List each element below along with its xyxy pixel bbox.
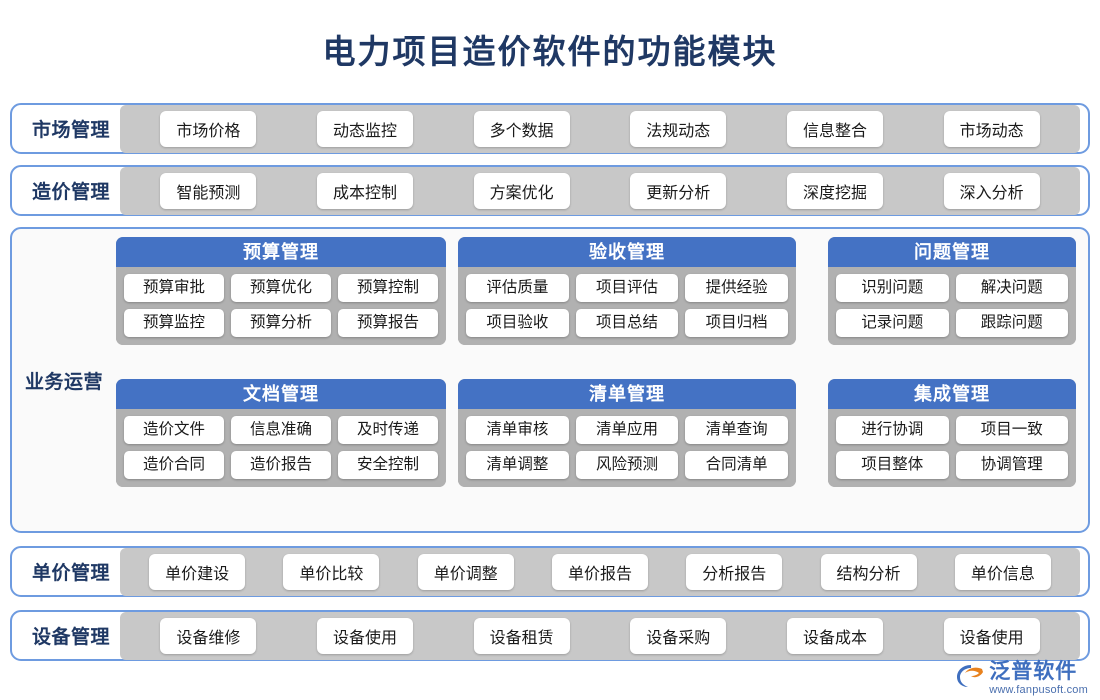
card-cell[interactable]: 造价合同 xyxy=(124,451,224,479)
logo-brand-text: 泛普软件 xyxy=(989,659,1078,683)
pill-item[interactable]: 设备采购 xyxy=(630,617,727,654)
band-strip-cost: 智能预测 成本控制 方案优化 更新分析 深度挖掘 深入分析 xyxy=(120,166,1080,215)
card-title: 预算管理 xyxy=(116,237,446,267)
band-strip-unit-price: 单价建设 单价比较 单价调整 单价报告 分析报告 结构分析 单价信息 xyxy=(120,547,1080,596)
card-title: 清单管理 xyxy=(458,379,796,409)
card-cell[interactable]: 提供经验 xyxy=(685,274,788,302)
card-problem-management: 问题管理 识别问题 解决问题 记录问题 跟踪问题 xyxy=(828,237,1076,345)
card-cell[interactable]: 项目整体 xyxy=(836,451,949,479)
card-cell[interactable]: 记录问题 xyxy=(836,309,949,337)
card-body: 评估质量 项目评估 提供经验 项目验收 项目总结 项目归档 xyxy=(458,267,796,345)
card-cell[interactable]: 清单查询 xyxy=(685,416,788,444)
card-list-management: 清单管理 清单审核 清单应用 清单查询 清单调整 风险预测 合同清单 xyxy=(458,379,796,487)
card-cell[interactable]: 项目归档 xyxy=(685,309,788,337)
card-cell[interactable]: 识别问题 xyxy=(836,274,949,302)
card-cell[interactable]: 协调管理 xyxy=(955,451,1068,479)
card-cell[interactable]: 预算分析 xyxy=(231,309,331,337)
card-title: 文档管理 xyxy=(116,379,446,409)
card-title: 集成管理 xyxy=(828,379,1076,409)
pill-item[interactable]: 设备使用 xyxy=(316,617,413,654)
band-cost-management: 造价管理 智能预测 成本控制 方案优化 更新分析 深度挖掘 深入分析 xyxy=(10,165,1090,216)
band-unit-price-management: 单价管理 单价建设 单价比较 单价调整 单价报告 分析报告 结构分析 单价信息 xyxy=(10,546,1090,597)
card-cell[interactable]: 预算优化 xyxy=(231,274,331,302)
card-body: 清单审核 清单应用 清单查询 清单调整 风险预测 合同清单 xyxy=(458,409,796,487)
band-market-management: 市场管理 市场价格 动态监控 多个数据 法规动态 信息整合 市场动态 xyxy=(10,103,1090,154)
card-integration-management: 集成管理 进行协调 项目一致 项目整体 协调管理 xyxy=(828,379,1076,487)
card-cell[interactable]: 清单审核 xyxy=(466,416,569,444)
card-title: 问题管理 xyxy=(828,237,1076,267)
card-body: 造价文件 信息准确 及时传递 造价合同 造价报告 安全控制 xyxy=(116,409,446,487)
band-label-equipment: 设备管理 xyxy=(31,627,110,648)
card-cell[interactable]: 进行协调 xyxy=(836,416,949,444)
pill-item[interactable]: 动态监控 xyxy=(316,110,413,147)
page-title: 电力项目造价软件的功能模块 xyxy=(322,33,778,70)
cards-area: 预算管理 预算审批 预算优化 预算控制 预算监控 预算分析 预算报告 验收管理 … xyxy=(116,229,1088,531)
card-cell[interactable]: 评估质量 xyxy=(466,274,569,302)
pill-item[interactable]: 设备租赁 xyxy=(473,617,570,654)
section-label-business-operations: 业务运营 xyxy=(24,371,103,393)
pill-item[interactable]: 设备使用 xyxy=(943,617,1040,654)
pill-item[interactable]: 单价调整 xyxy=(417,553,514,590)
card-cell[interactable]: 预算报告 xyxy=(338,309,438,337)
card-cell[interactable]: 清单调整 xyxy=(466,451,569,479)
card-cell[interactable]: 项目评估 xyxy=(575,274,679,302)
card-cell[interactable]: 合同清单 xyxy=(685,451,788,479)
card-cell[interactable]: 预算控制 xyxy=(338,274,438,302)
pill-item[interactable]: 法规动态 xyxy=(630,110,727,147)
card-cell[interactable]: 项目验收 xyxy=(466,309,569,337)
card-cell[interactable]: 清单应用 xyxy=(575,416,679,444)
band-equipment-management: 设备管理 设备维修 设备使用 设备租赁 设备采购 设备成本 设备使用 xyxy=(10,610,1090,661)
pill-item[interactable]: 单价报告 xyxy=(551,553,648,590)
card-cell[interactable]: 安全控制 xyxy=(338,451,438,479)
card-cell[interactable]: 跟踪问题 xyxy=(955,309,1068,337)
pill-item[interactable]: 设备维修 xyxy=(160,617,257,654)
card-cell[interactable]: 预算审批 xyxy=(124,274,224,302)
pill-item[interactable]: 设备成本 xyxy=(786,617,883,654)
pill-item[interactable]: 单价比较 xyxy=(283,553,380,590)
section-business-operations: 业务运营 预算管理 预算审批 预算优化 预算控制 预算监控 预算分析 预算报告 … xyxy=(10,227,1090,533)
pill-item[interactable]: 深度挖掘 xyxy=(786,172,883,209)
card-cell[interactable]: 项目一致 xyxy=(955,416,1068,444)
pill-item[interactable]: 信息整合 xyxy=(786,110,883,147)
pill-item[interactable]: 成本控制 xyxy=(316,172,413,209)
footer-logo: 泛普软件 www.fanpusoft.com xyxy=(955,660,1088,696)
card-title: 验收管理 xyxy=(458,237,796,267)
card-body: 识别问题 解决问题 记录问题 跟踪问题 xyxy=(828,267,1076,345)
card-cell[interactable]: 预算监控 xyxy=(124,309,224,337)
card-document-management: 文档管理 造价文件 信息准确 及时传递 造价合同 造价报告 安全控制 xyxy=(116,379,446,487)
card-body: 预算审批 预算优化 预算控制 预算监控 预算分析 预算报告 xyxy=(116,267,446,345)
pill-item[interactable]: 方案优化 xyxy=(473,172,570,209)
card-body: 进行协调 项目一致 项目整体 协调管理 xyxy=(828,409,1076,487)
pill-item[interactable]: 分析报告 xyxy=(686,553,783,590)
pill-item[interactable]: 单价建设 xyxy=(149,553,246,590)
card-budget-management: 预算管理 预算审批 预算优化 预算控制 预算监控 预算分析 预算报告 xyxy=(116,237,446,345)
pill-item[interactable]: 市场动态 xyxy=(943,110,1040,147)
card-acceptance-management: 验收管理 评估质量 项目评估 提供经验 项目验收 项目总结 项目归档 xyxy=(458,237,796,345)
card-cell[interactable]: 项目总结 xyxy=(575,309,679,337)
card-cell[interactable]: 风险预测 xyxy=(575,451,679,479)
card-cell[interactable]: 及时传递 xyxy=(338,416,438,444)
card-cell[interactable]: 信息准确 xyxy=(231,416,331,444)
band-label-unit-price: 单价管理 xyxy=(31,563,110,584)
card-cell[interactable]: 解决问题 xyxy=(955,274,1068,302)
band-label-market: 市场管理 xyxy=(31,120,110,141)
band-strip-equipment: 设备维修 设备使用 设备租赁 设备采购 设备成本 设备使用 xyxy=(120,611,1080,660)
pill-item[interactable]: 结构分析 xyxy=(820,553,917,590)
band-label-cost: 造价管理 xyxy=(31,182,110,203)
pill-item[interactable]: 单价信息 xyxy=(954,553,1051,590)
pill-item[interactable]: 深入分析 xyxy=(943,172,1040,209)
logo-url-text: www.fanpusoft.com xyxy=(989,683,1088,696)
card-cell[interactable]: 造价文件 xyxy=(124,416,224,444)
swoosh-logo-icon xyxy=(955,662,985,695)
card-cell[interactable]: 造价报告 xyxy=(231,451,331,479)
pill-item[interactable]: 更新分析 xyxy=(630,172,727,209)
pill-item[interactable]: 多个数据 xyxy=(473,110,570,147)
band-strip-market: 市场价格 动态监控 多个数据 法规动态 信息整合 市场动态 xyxy=(120,104,1080,153)
pill-item[interactable]: 智能预测 xyxy=(160,172,257,209)
pill-item[interactable]: 市场价格 xyxy=(160,110,257,147)
